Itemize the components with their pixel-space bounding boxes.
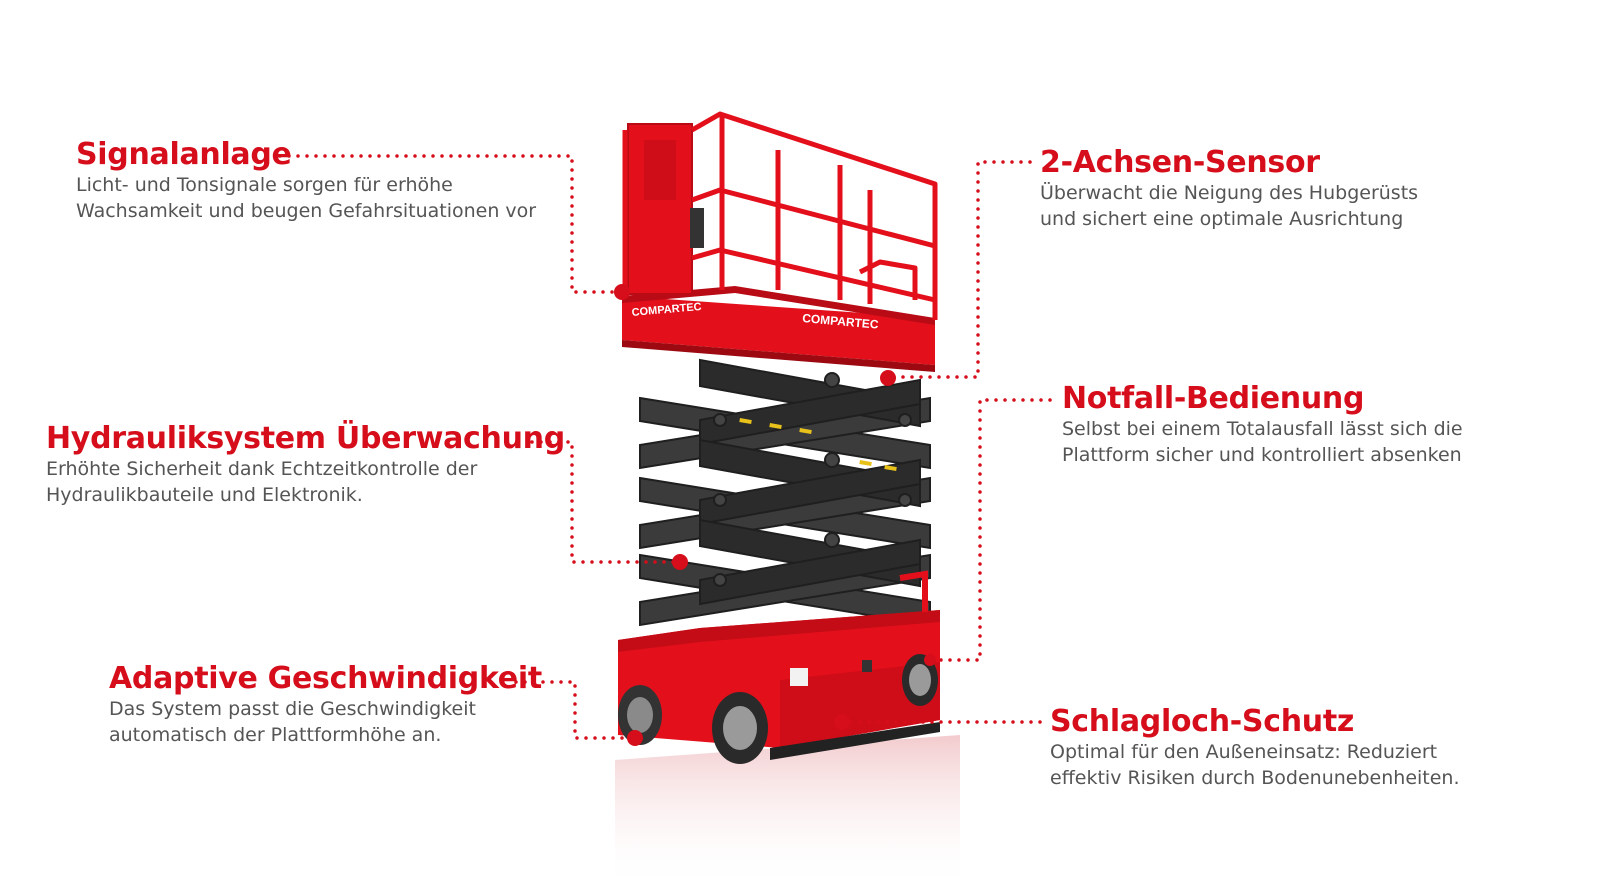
leader-signalanlage [278, 154, 624, 294]
chassis [618, 570, 940, 760]
callout-title: Adaptive Geschwindigkeit [109, 661, 542, 696]
callout-desc-line: Selbst bei einem Totalausfall lässt sich… [1062, 418, 1463, 440]
platform: COMPARTEC COMPARTEC [622, 111, 938, 372]
callout-desc-line: Das System passt die Geschwindigkeit [109, 698, 476, 720]
callout-title: Schlagloch-Schutz [1050, 704, 1355, 739]
leader-achsen-sensor [886, 160, 1032, 379]
dot-schlagloch [834, 714, 850, 730]
dot-hydraulik [672, 554, 688, 570]
floor-reflection [615, 735, 960, 889]
dot-notfall [924, 654, 936, 666]
leader-hydraulik [530, 440, 682, 564]
callout-desc-line: effektiv Risiken durch Bodenunebenheiten… [1050, 767, 1460, 789]
callout-desc-line: Licht- und Tonsignale sorgen für erhöhe [76, 174, 453, 196]
callout-title: Hydrauliksystem Überwachung [46, 421, 565, 456]
callout-desc-line: und sichert eine optimale Ausrichtung [1040, 208, 1404, 230]
callout-desc-line: Erhöhte Sicherheit dank Echtzeitkontroll… [46, 458, 478, 480]
dot-achsen-sensor [880, 370, 896, 386]
leader-notfall [928, 398, 1052, 662]
callout-desc-line: Hydraulikbauteile und Elektronik. [46, 484, 363, 506]
dot-geschwindigkeit [627, 730, 643, 746]
brand-label-deck: COMPARTEC [802, 311, 880, 332]
callout-achsen-sensor: 2-Achsen-Sensor Überwacht die Neigung de… [1040, 146, 1418, 232]
callout-hydraulik: Hydrauliksystem Überwachung Erhöhte Sich… [46, 422, 565, 508]
callout-signalanlage: Signalanlage Licht- und Tonsignale sorge… [76, 138, 536, 224]
scissor-arms [639, 358, 931, 627]
callout-title: 2-Achsen-Sensor [1040, 145, 1320, 180]
callout-dots [614, 284, 936, 746]
dot-signalanlage [614, 284, 630, 300]
callout-geschwindigkeit: Adaptive Geschwindigkeit Das System pass… [109, 662, 542, 748]
callout-notfall: Notfall-Bedienung Selbst bei einem Total… [1062, 382, 1463, 468]
callout-schlagloch: Schlagloch-Schutz Optimal für den Außene… [1050, 705, 1460, 791]
callout-title: Notfall-Bedienung [1062, 381, 1365, 416]
callout-desc-line: Optimal für den Außeneinsatz: Reduziert [1050, 741, 1438, 763]
callout-desc-line: Plattform sicher und kontrolliert absenk… [1062, 444, 1462, 466]
warning-stripes [739, 417, 897, 472]
wheels [618, 654, 938, 764]
leader-geschwindigkeit [514, 680, 637, 740]
callout-title: Signalanlage [76, 137, 292, 172]
callout-desc-line: Wachsamkeit und beugen Gefahrsituationen… [76, 200, 537, 222]
leader-lines [278, 154, 1052, 740]
callout-desc-line: automatisch der Plattformhöhe an. [109, 724, 442, 746]
callout-desc-line: Überwacht die Neigung des Hubgerüsts [1040, 182, 1419, 204]
